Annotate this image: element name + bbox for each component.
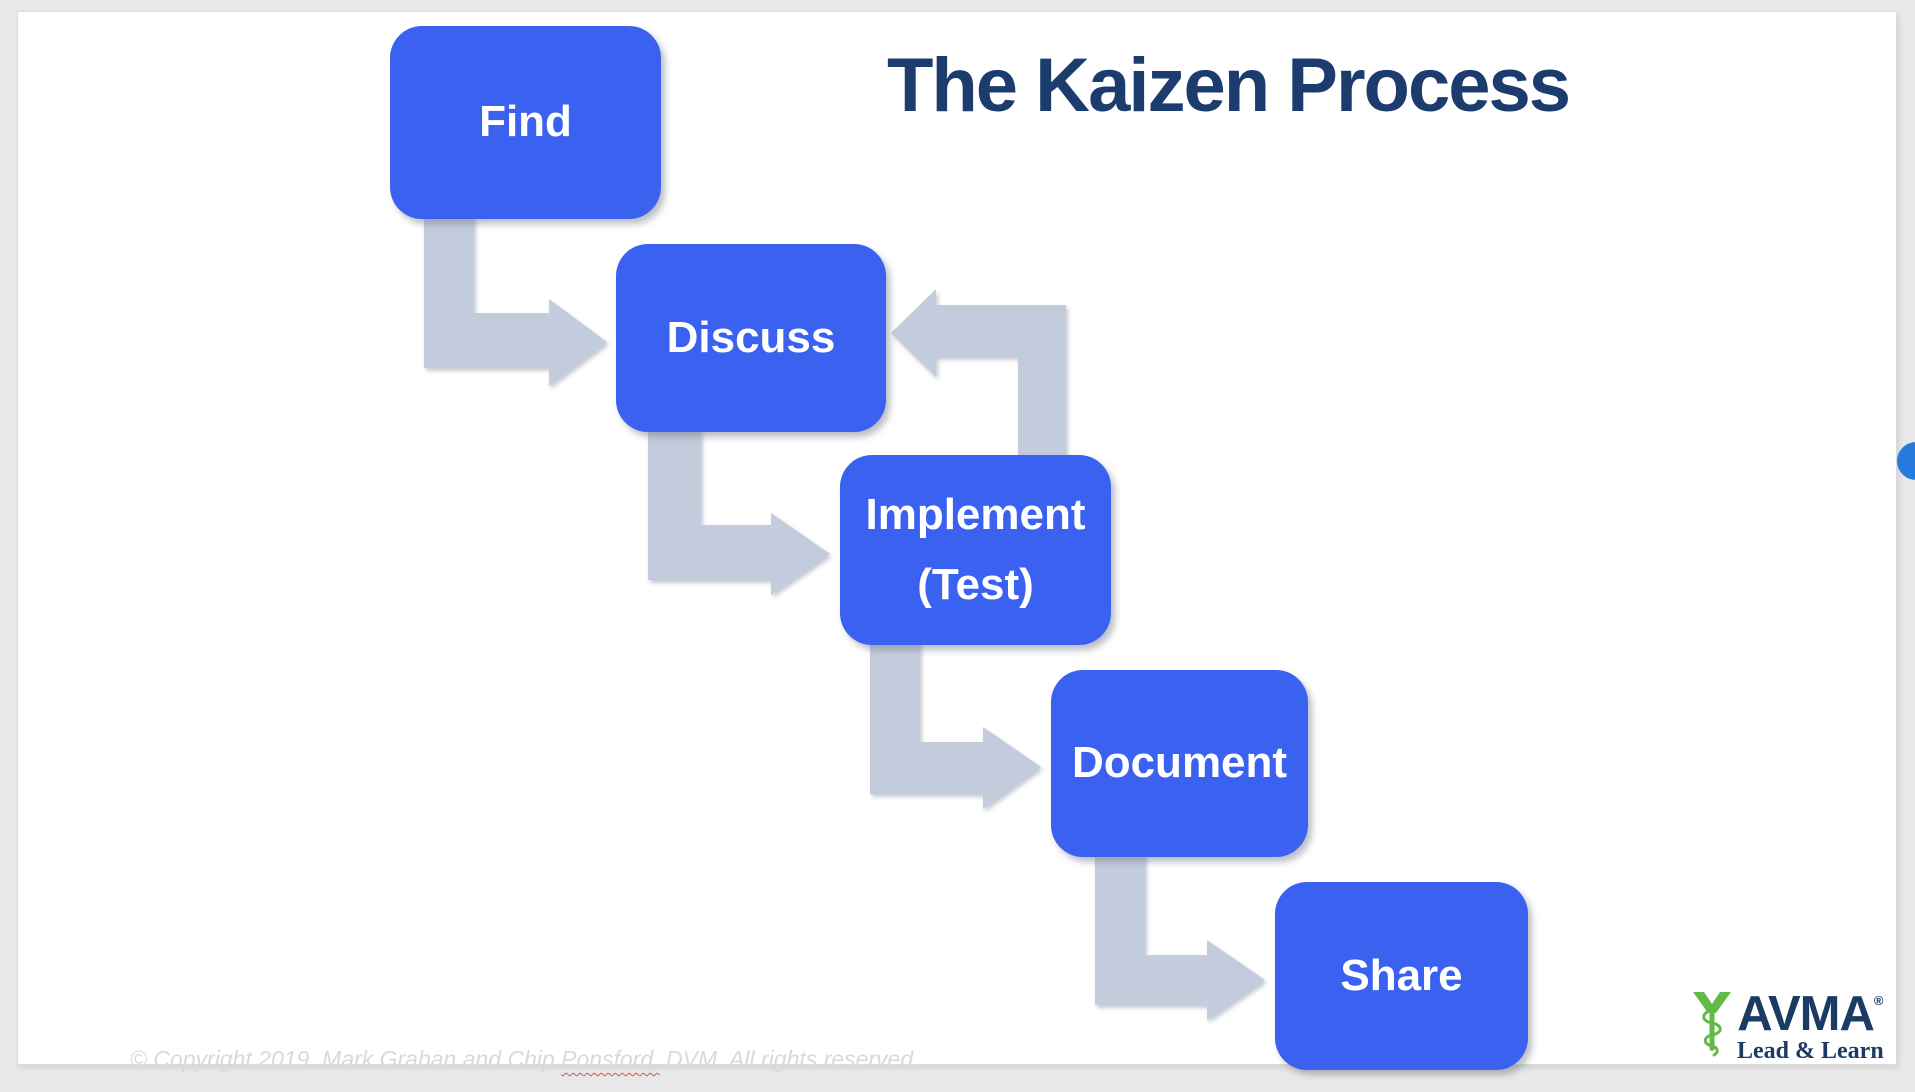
process-step-discuss: Discuss <box>616 244 886 432</box>
slide-canvas: The Kaizen Process Find Discuss Implemen… <box>17 11 1897 1072</box>
copyright-suffix: DVM. All rights reserved. <box>659 1046 920 1072</box>
edge-scroll-indicator-dot[interactable] <box>1897 442 1915 480</box>
process-step-implement: Implement (Test) <box>840 455 1111 645</box>
copyright-text: © Copyright 2019. Mark Graban and Chip P… <box>130 1046 920 1073</box>
step-label: Implement <box>865 489 1086 539</box>
avma-wordmark: AVMA <box>1737 987 1875 1041</box>
veterinary-caduceus-icon <box>1693 992 1731 1057</box>
arrow-discuss-to-implement <box>648 427 830 595</box>
process-step-share: Share <box>1275 882 1528 1070</box>
arrow-implement-to-document <box>870 640 1041 809</box>
avma-logo: AVMA ® Lead & Learn <box>1692 987 1884 1065</box>
arrow-document-to-share <box>1095 852 1265 1020</box>
step-label: Discuss <box>666 312 836 362</box>
copyright-spellcheck-word: Ponsford, <box>561 1046 660 1072</box>
step-label: Find <box>479 97 572 147</box>
process-step-find: Find <box>390 26 661 219</box>
page-title: The Kaizen Process <box>886 43 1571 128</box>
avma-tagline: Lead & Learn <box>1737 1038 1884 1065</box>
arrow-feedback-implement-to-discuss <box>891 289 1066 460</box>
avma-logo-text: AVMA ® Lead & Learn <box>1737 987 1884 1065</box>
process-step-document: Document <box>1051 670 1308 857</box>
registered-trademark-symbol: ® <box>1873 993 1884 1008</box>
copyright-prefix: © Copyright 2019. Mark Graban and Chip <box>130 1046 562 1072</box>
process-arrows <box>424 214 1265 1020</box>
arrow-find-to-discuss <box>424 214 607 386</box>
step-label: Share <box>1340 950 1463 1000</box>
step-label-secondary: (Test) <box>917 560 1034 609</box>
step-label: Document <box>1071 738 1288 788</box>
